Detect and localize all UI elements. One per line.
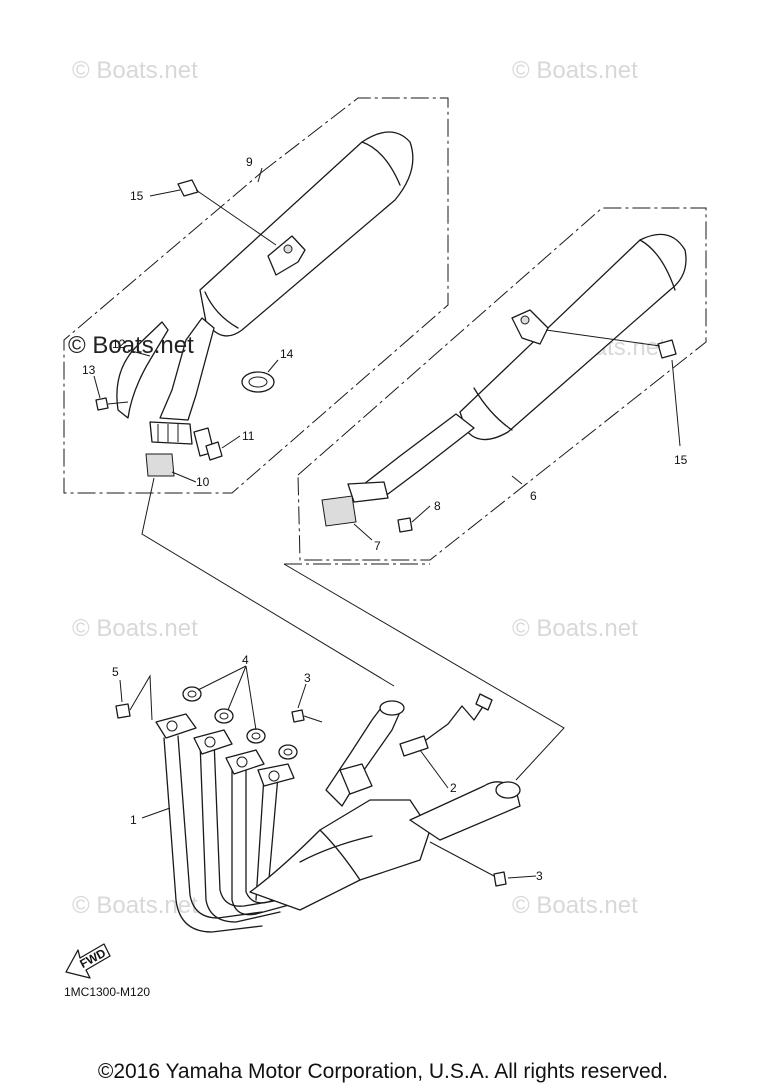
callout-5: 5 <box>112 665 119 679</box>
watermark: © Boats.net <box>512 57 638 84</box>
left-muffler-body <box>199 131 414 337</box>
right-muffler-bracket <box>511 309 549 345</box>
callout-15: 15 <box>674 453 688 467</box>
collector <box>249 799 431 911</box>
o2-sensor <box>399 735 429 757</box>
callout-2: 2 <box>450 781 457 795</box>
screw-13 <box>95 397 109 411</box>
flange-1 <box>155 713 197 739</box>
header-pipe-4 <box>255 775 265 901</box>
header-pipe-2 <box>199 741 281 923</box>
callout-1: 1 <box>130 813 137 827</box>
callout-15: 15 <box>130 189 144 203</box>
left-outlet-pipe <box>325 702 401 807</box>
gasket-4 <box>246 728 266 744</box>
heat-protector <box>116 321 169 419</box>
bolt-3-bottom <box>493 871 507 887</box>
bolt-11 <box>205 441 223 461</box>
header-pipe-3 <box>231 763 301 916</box>
bolt-15-right <box>657 339 677 359</box>
gasket-4 <box>182 686 202 702</box>
gasket-10 <box>145 453 175 477</box>
right-muffler-body <box>459 233 687 441</box>
callout-10: 10 <box>196 475 210 489</box>
callout-3: 3 <box>304 671 311 685</box>
band-14 <box>241 371 275 393</box>
forward-arrow-icon: FWD <box>65 943 111 979</box>
gasket-4 <box>214 708 234 724</box>
callout-3: 3 <box>536 869 543 883</box>
callout-13: 13 <box>82 363 96 377</box>
copyright-text: ©2016 Yamaha Motor Corporation, U.S.A. A… <box>97 1060 669 1083</box>
diagram-code: 1MC1300-M120 <box>64 985 150 999</box>
gasket-4 <box>278 744 298 760</box>
callout-11: 11 <box>242 429 255 443</box>
right-muffler-group <box>284 207 707 565</box>
bolt-8 <box>397 517 413 533</box>
watermark: © Boats.net <box>72 615 198 642</box>
bolt-3-top <box>291 709 305 723</box>
callout-4: 4 <box>242 653 249 667</box>
header-pipe-1 <box>163 737 263 933</box>
callout-8: 8 <box>434 499 441 513</box>
bolt-15-top <box>177 179 199 197</box>
callout-14: 14 <box>280 347 294 361</box>
callout-12: 12 <box>112 337 126 351</box>
nut-5 <box>115 703 131 719</box>
callout-9: 9 <box>246 155 253 169</box>
right-link-pipe <box>363 413 475 495</box>
right-clamp <box>347 481 389 503</box>
left-clamp <box>149 421 193 445</box>
gasket-7 <box>321 495 357 527</box>
exhaust-pipe-assembly <box>115 665 537 933</box>
flange-2 <box>193 729 233 755</box>
callout-7: 7 <box>374 539 381 553</box>
left-muffler-group <box>63 97 449 494</box>
left-muffler-bracket <box>267 235 306 276</box>
watermark: © Boats.net <box>72 57 198 84</box>
watermark: © Boats.net <box>512 615 638 642</box>
callout-6: 6 <box>530 489 537 503</box>
watermark: © Boats.net <box>512 892 638 919</box>
flange-3 <box>225 749 265 775</box>
watermark: © Boats.net <box>72 892 198 919</box>
watermark: © Boats.net <box>68 332 194 359</box>
flange-4 <box>257 763 295 787</box>
left-link-pipe <box>159 317 215 421</box>
